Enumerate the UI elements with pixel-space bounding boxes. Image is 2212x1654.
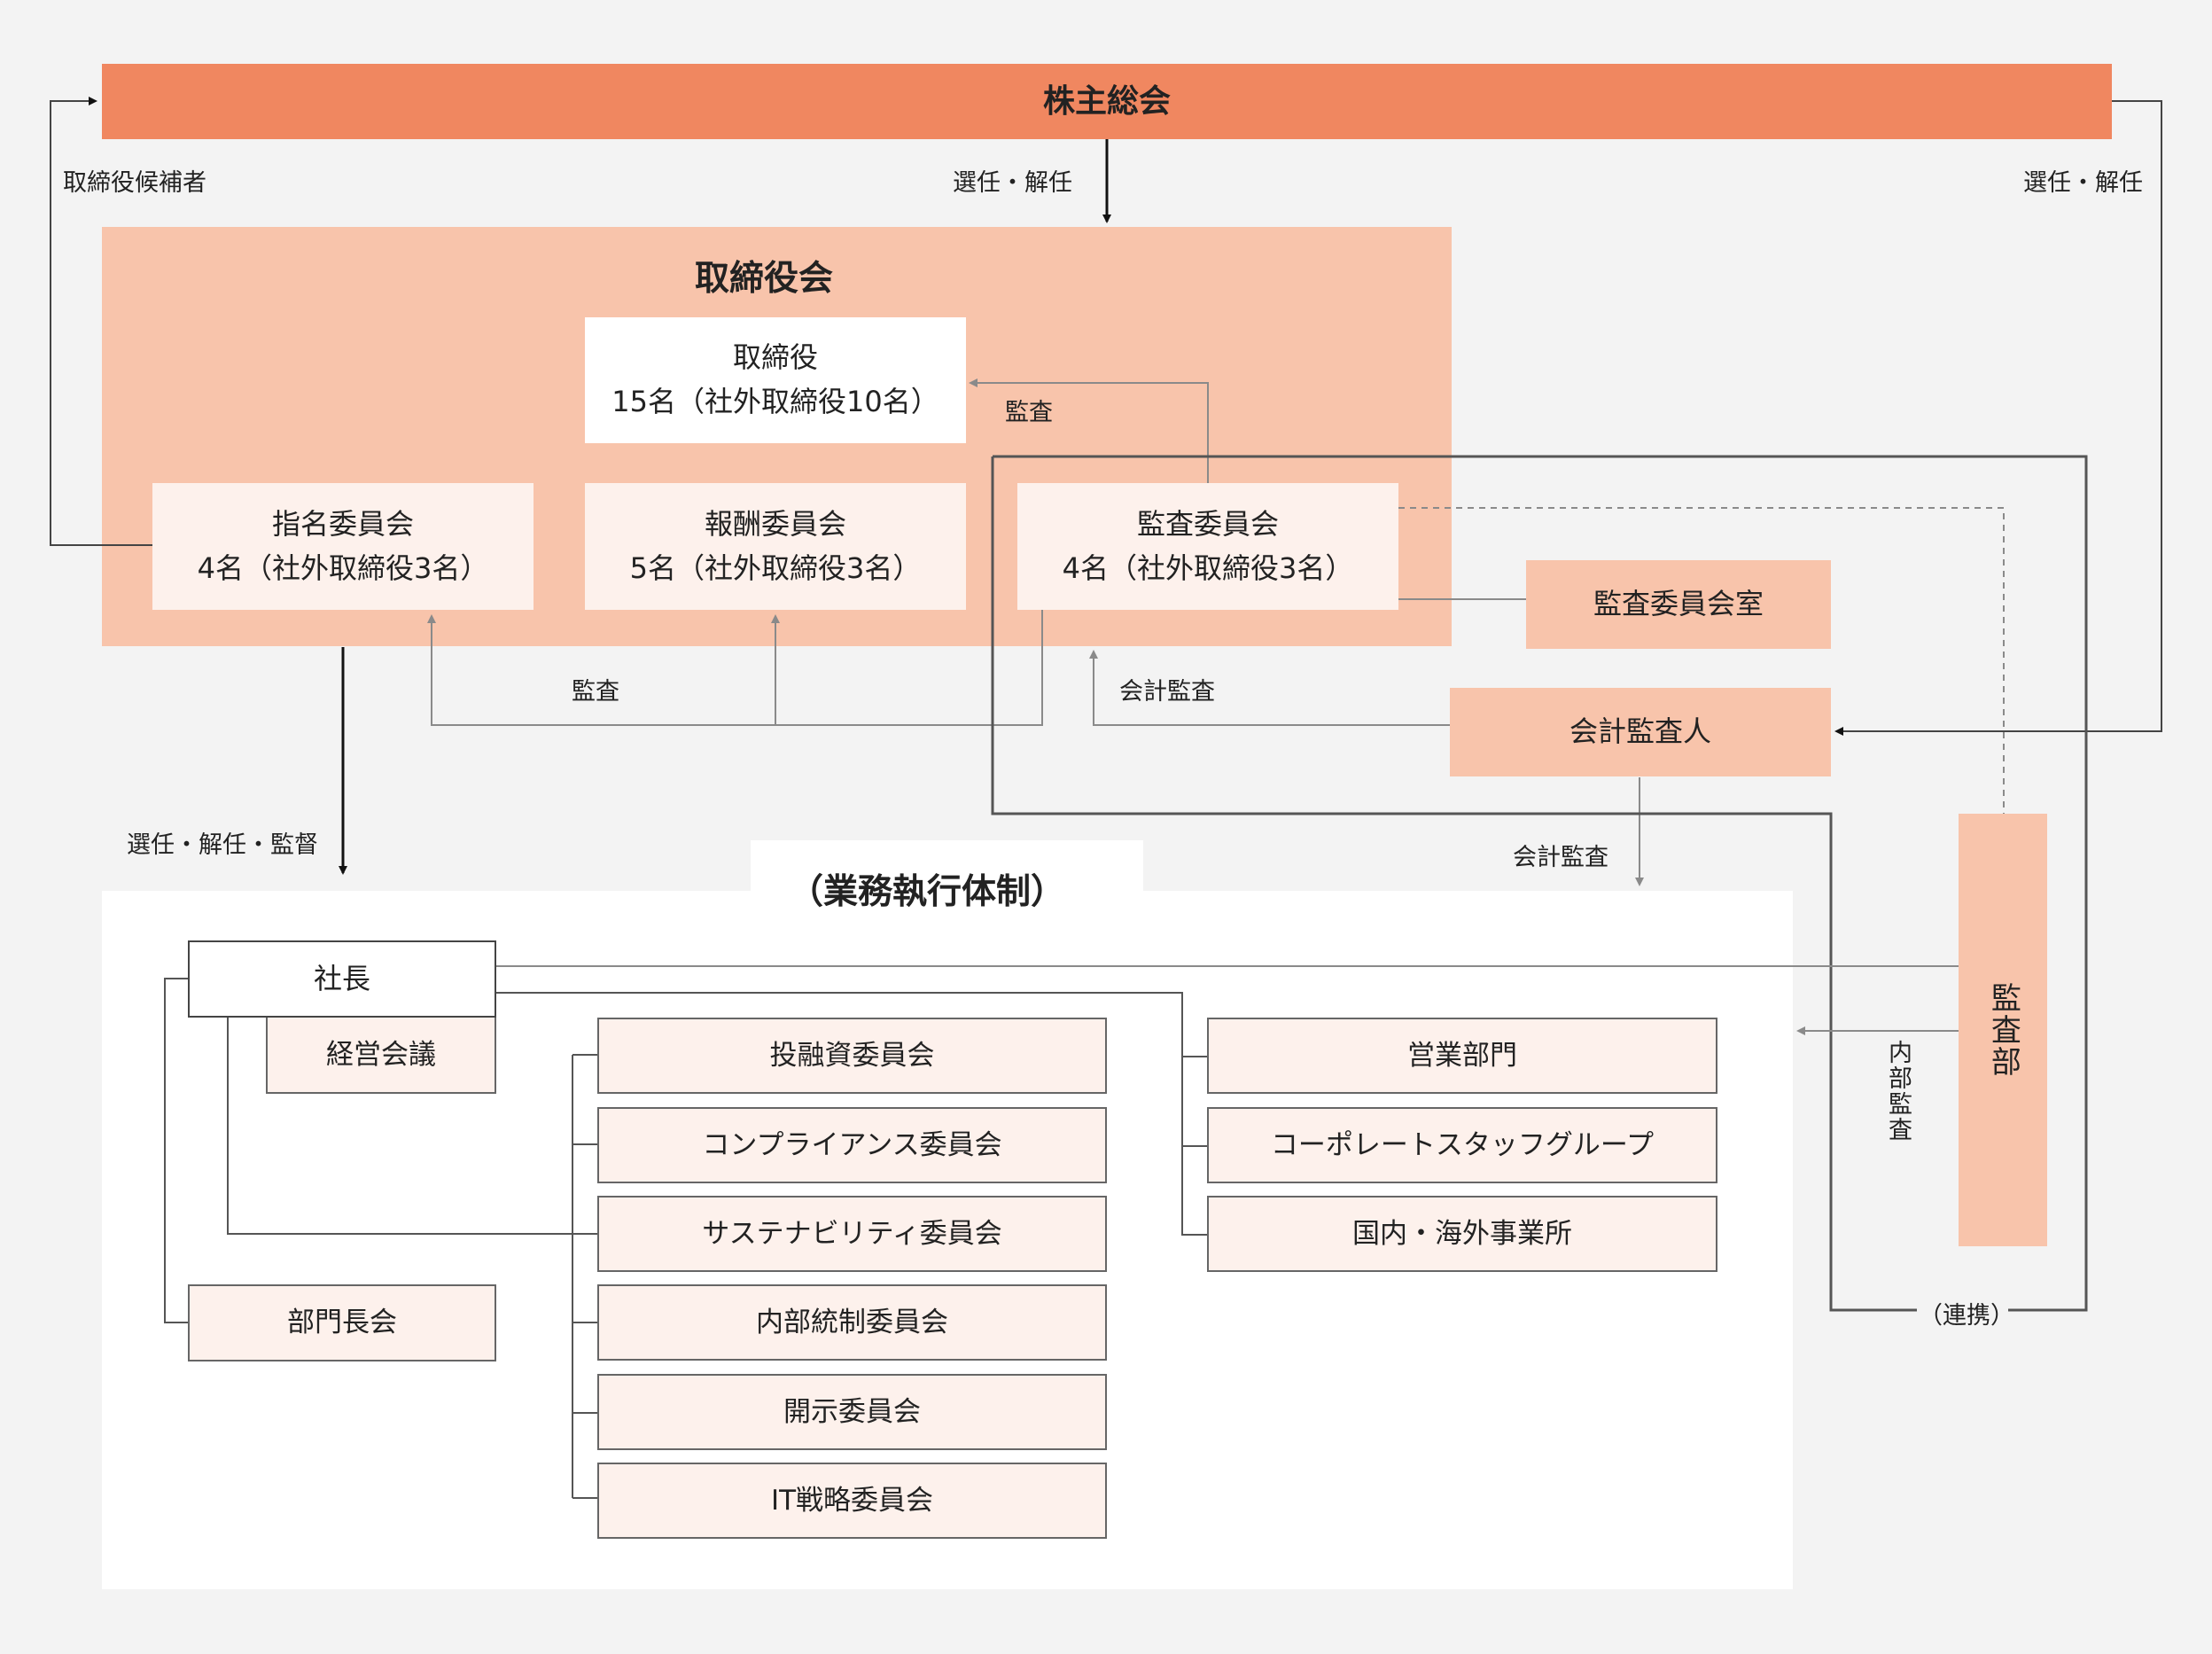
division-heads-meeting-box: 部門長会 [188, 1284, 496, 1361]
label-collaboration: （連携） [1919, 1302, 2014, 1330]
dept-corporate-staff-label: コーポレートスタッフグループ [1270, 1128, 1655, 1161]
committee-disclosure: 開示委員会 [597, 1374, 1107, 1450]
execution-title: （業務執行体制） [789, 872, 1066, 912]
accounting-auditor-label: 会計監査人 [1569, 714, 1711, 749]
committee-internal-control-label: 内部統制委員会 [756, 1306, 948, 1338]
division-heads-meeting-label: 部門長会 [287, 1307, 397, 1339]
label-candidates: 取締役候補者 [63, 169, 206, 197]
label-audit-directors: 監査 [1005, 399, 1053, 426]
audit-committee-office: 監査委員会室 [1526, 560, 1831, 649]
label-audit-committees: 監査 [572, 678, 619, 706]
directors-title: 取締役 [732, 340, 818, 375]
committee-compliance-label: コンプライアンス委員会 [702, 1128, 1002, 1161]
management-meeting-box: 経営会議 [266, 1018, 496, 1094]
compensation-committee-box: 報酬委員会 5名（社外取締役3名） [585, 483, 966, 610]
management-meeting-label: 経営会議 [326, 1038, 436, 1071]
committee-it-strategy-label: IT戦略委員会 [770, 1484, 934, 1517]
audit-committee-title: 監査委員会 [1136, 506, 1279, 541]
label-appoint-dismiss-center: 選任・解任 [953, 169, 1072, 197]
dept-sales: 営業部門 [1207, 1018, 1717, 1094]
label-appoint-dismiss-supervise: 選任・解任・監督 [127, 831, 318, 859]
committee-investment-label: 投融資委員会 [769, 1039, 935, 1072]
committee-sustainability-label: サステナビリティ委員会 [702, 1217, 1002, 1250]
accounting-auditor: 会計監査人 [1450, 688, 1831, 776]
board-title: 取締役会 [695, 259, 834, 299]
committee-compliance: コンプライアンス委員会 [597, 1107, 1107, 1183]
internal-audit-dept: 監査部 [1959, 814, 2047, 1246]
dept-offices: 国内・海外事業所 [1207, 1196, 1717, 1272]
label-accounting-audit-exec: 会計監査 [1513, 844, 1608, 871]
compensation-committee-title: 報酬委員会 [704, 506, 846, 541]
label-appoint-dismiss-right: 選任・解任 [2023, 169, 2143, 197]
dept-sales-label: 営業部門 [1407, 1039, 1517, 1072]
dept-corporate-staff: コーポレートスタッフグループ [1207, 1107, 1717, 1183]
committee-internal-control: 内部統制委員会 [597, 1284, 1107, 1361]
committee-it-strategy: IT戦略委員会 [597, 1463, 1107, 1539]
committee-investment: 投融資委員会 [597, 1018, 1107, 1094]
committee-sustainability: サステナビリティ委員会 [597, 1196, 1107, 1272]
audit-committee-box: 監査委員会 4名（社外取締役3名） [1017, 483, 1398, 610]
president-label: 社長 [313, 961, 370, 995]
shareholders-meeting: 株主総会 [102, 64, 2112, 139]
audit-committee-detail: 4名（社外取締役3名） [1062, 550, 1354, 585]
nomination-committee-box: 指名委員会 4名（社外取締役3名） [152, 483, 534, 610]
nomination-committee-detail: 4名（社外取締役3名） [197, 550, 489, 585]
directors-detail: 15名（社外取締役10名） [611, 385, 939, 418]
internal-audit-dept-label: 監査部 [1985, 982, 2021, 1078]
label-internal-audit: 内部監査 [1884, 1040, 1912, 1143]
directors-box: 取締役 15名（社外取締役10名） [585, 317, 966, 443]
audit-committee-office-label: 監査委員会室 [1593, 587, 1764, 621]
president-box: 社長 [188, 940, 496, 1018]
shareholders-meeting-label: 株主総会 [1042, 82, 1171, 120]
dept-offices-label: 国内・海外事業所 [1352, 1217, 1572, 1250]
committee-disclosure-label: 開示委員会 [783, 1395, 921, 1428]
nomination-committee-title: 指名委員会 [271, 506, 414, 541]
execution-title-tab [751, 840, 1143, 902]
compensation-committee-detail: 5名（社外取締役3名） [629, 550, 922, 585]
label-accounting-audit-board: 会計監査 [1119, 678, 1215, 706]
